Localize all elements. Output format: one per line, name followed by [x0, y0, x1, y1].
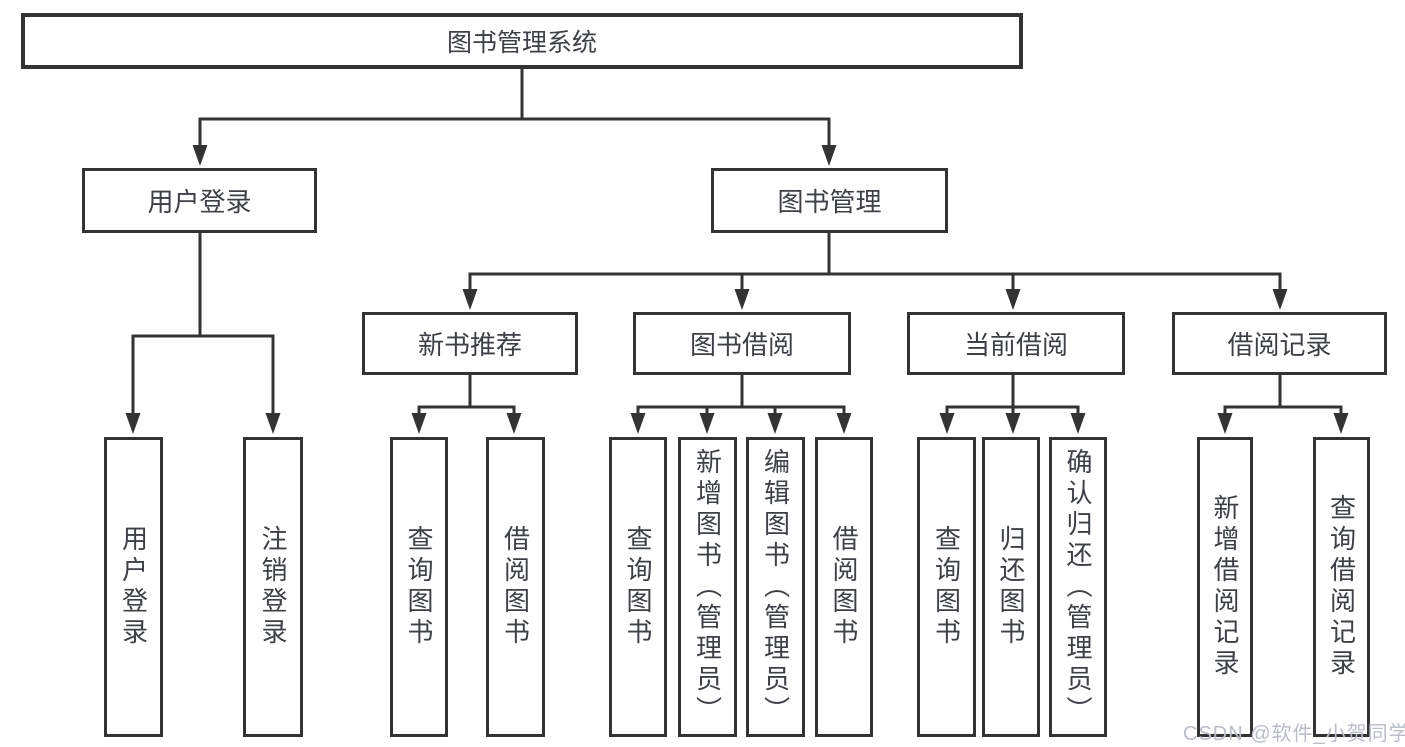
- leaf-label: 新增借阅记录: [1210, 494, 1240, 680]
- leaf-logout: 注销登录: [243, 437, 303, 737]
- leaf-label: 确认归还（管理员）: [1063, 447, 1093, 727]
- leaf-add-borrow-record: 新增借阅记录: [1197, 437, 1253, 737]
- leaf-query-book-current: 查询图书: [917, 437, 976, 737]
- arrowhead: [1005, 413, 1021, 434]
- node-user-login: 用户登录: [82, 168, 317, 233]
- arrowhead: [506, 413, 522, 434]
- leaf-label: 新增图书（管理员）: [692, 447, 723, 727]
- connector: [417, 405, 516, 426]
- arrowhead: [265, 413, 281, 434]
- arrowhead: [1070, 413, 1086, 434]
- arrowhead: [821, 145, 837, 166]
- leaf-label: 用户登录: [118, 525, 149, 649]
- arrowhead: [1217, 413, 1233, 434]
- arrowhead: [1272, 289, 1288, 310]
- leaf-add-book-admin: 新增图书（管理员）: [678, 437, 737, 737]
- leaf-return-book: 归还图书: [982, 437, 1040, 737]
- connector: [198, 117, 831, 158]
- arrowhead: [836, 413, 852, 434]
- arrowheads: [125, 145, 1349, 434]
- leaf-label: 查询图书: [623, 525, 653, 649]
- leaf-confirm-return-admin: 确认归还（管理员）: [1049, 437, 1107, 737]
- leaf-label: 查询图书: [931, 525, 962, 649]
- leaf-label: 查询图书: [404, 525, 434, 649]
- leaf-label: 借阅图书: [829, 525, 859, 649]
- arrowhead: [411, 413, 427, 434]
- connector: [468, 272, 1282, 302]
- leaf-label: 借阅图书: [500, 525, 531, 649]
- leaf-edit-book-admin: 编辑图书（管理员）: [746, 437, 805, 737]
- node-book-borrow: 图书借阅: [633, 312, 851, 375]
- leaf-label: 注销登录: [258, 525, 288, 649]
- leaf-borrow-book: 借阅图书: [815, 437, 873, 737]
- node-book-management: 图书管理: [711, 168, 948, 233]
- arrowhead: [630, 413, 646, 434]
- arrowhead: [734, 289, 750, 310]
- arrowhead: [699, 413, 715, 434]
- arrowhead: [462, 289, 478, 310]
- leaf-label: 归还图书: [996, 525, 1026, 649]
- leaf-borrow-book-recommend: 借阅图书: [486, 437, 545, 737]
- node-root-system: 图书管理系统: [21, 13, 1023, 69]
- connector: [1223, 405, 1343, 426]
- node-new-book-recommend: 新书推荐: [362, 312, 578, 375]
- leaf-query-borrow-record: 查询借阅记录: [1313, 437, 1370, 737]
- node-borrow-record: 借阅记录: [1172, 312, 1387, 375]
- arrowhead: [767, 413, 783, 434]
- leaf-query-book-recommend: 查询图书: [390, 437, 448, 737]
- connector: [131, 334, 275, 426]
- arrowhead: [192, 145, 208, 166]
- arrowhead: [1005, 289, 1021, 310]
- csdn-watermark: CSDN @软件_小贺同学: [1183, 723, 1405, 745]
- arrowhead: [939, 413, 955, 434]
- arrowhead: [1333, 413, 1349, 434]
- leaf-label: 查询借阅记录: [1326, 494, 1357, 680]
- arrowhead: [125, 413, 141, 434]
- leaf-label: 编辑图书（管理员）: [760, 447, 791, 727]
- node-current-borrow: 当前借阅: [907, 312, 1125, 375]
- leaf-query-book-borrow: 查询图书: [609, 437, 667, 737]
- leaf-user-login: 用户登录: [104, 437, 163, 737]
- connector: [636, 405, 846, 426]
